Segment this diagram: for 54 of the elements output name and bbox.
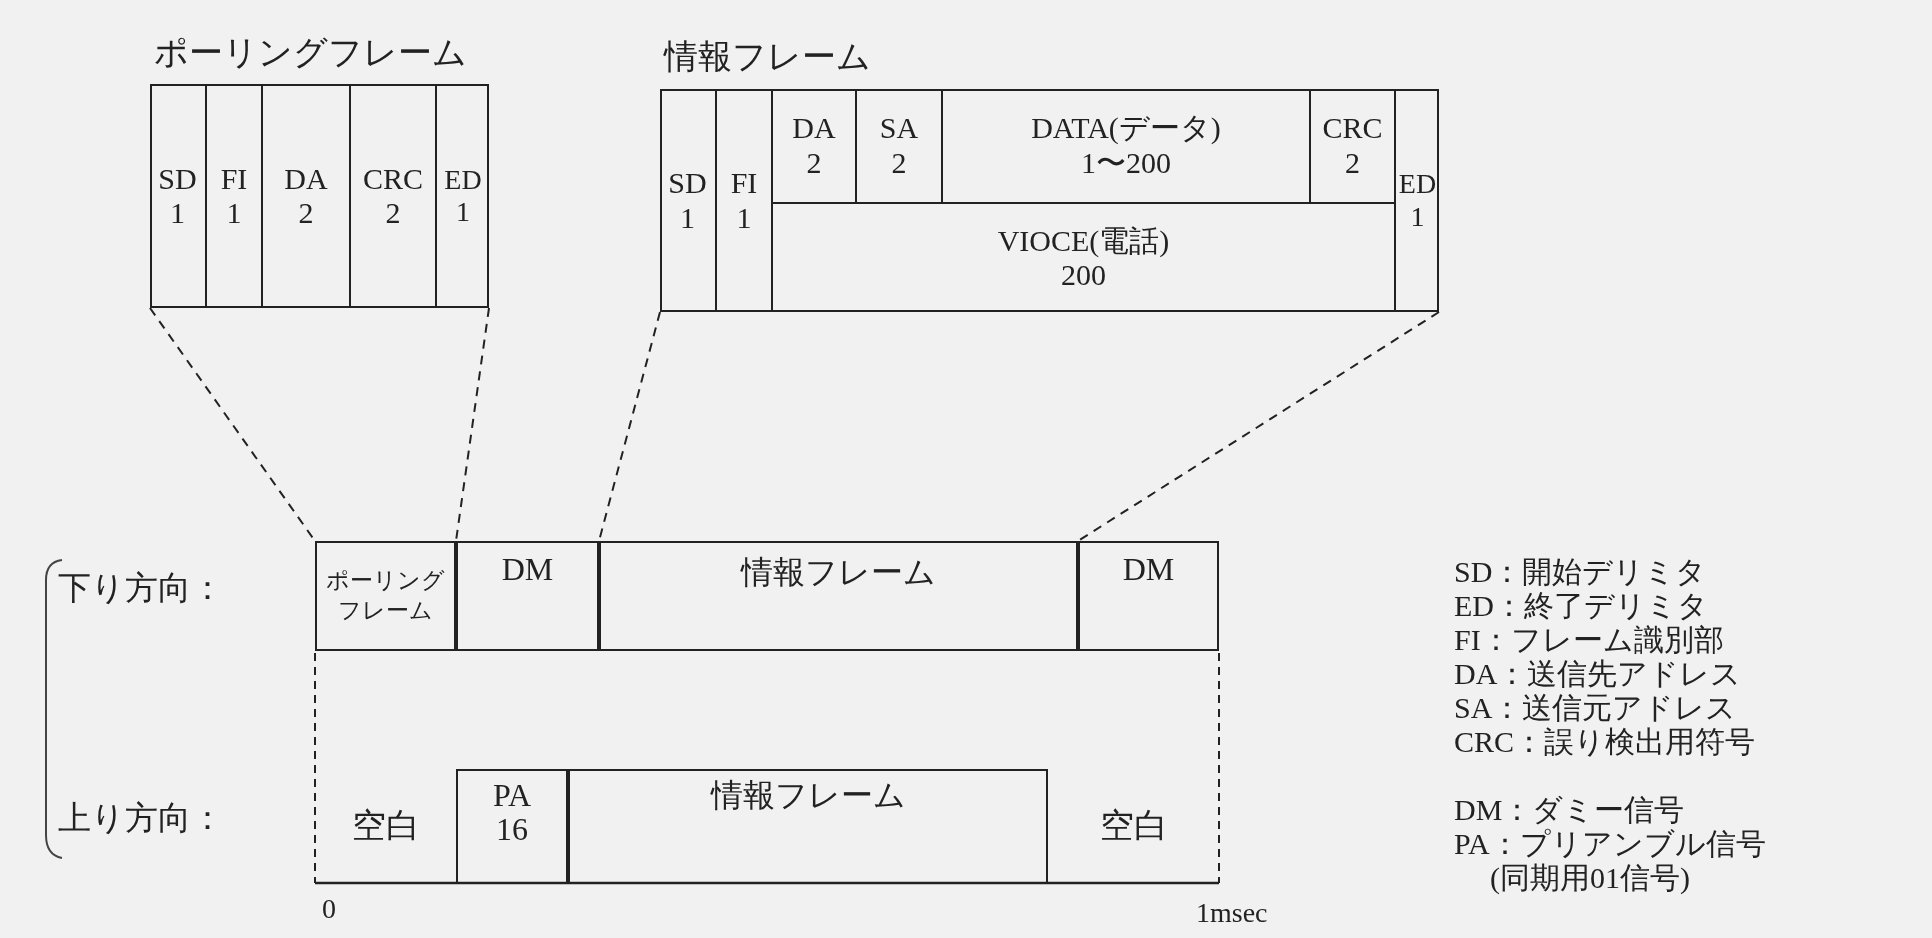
field-size: 1〜200 <box>1081 145 1171 180</box>
field-cell: DM <box>456 541 599 651</box>
field-name: DA <box>792 111 836 146</box>
field-size: 16 <box>496 812 528 847</box>
field-size: 2 <box>891 145 907 180</box>
field-size: 2 <box>385 196 401 231</box>
frame-title: ポーリングフレーム <box>154 33 467 73</box>
field-cell <box>456 769 568 883</box>
field-name: CRC <box>1322 111 1383 146</box>
abbreviation-note: PA：プリアンブル信号 <box>1454 826 1766 862</box>
field-size: 1 <box>456 196 470 229</box>
abbreviation-note: SA：送信元アドレス <box>1454 690 1737 726</box>
field-size: 2 <box>298 196 314 231</box>
time-slot: 空白 <box>1048 769 1219 883</box>
field-size: 1 <box>226 196 242 231</box>
field-name: ED <box>444 163 482 196</box>
field-name: CRC <box>363 161 423 196</box>
field-name: SD <box>158 161 197 196</box>
abbreviation-note: (同期用01信号) <box>1490 860 1690 896</box>
field-size: 1 <box>1410 200 1425 233</box>
abbreviation-note: DM：ダミー信号 <box>1454 792 1685 828</box>
abbreviation-note: DA：送信先アドレス <box>1454 656 1742 692</box>
field-cell: ポーリングフレーム <box>315 541 456 651</box>
field-name: DA <box>284 161 328 196</box>
field-name: PA <box>493 779 531 813</box>
field-size: 1 <box>680 200 695 235</box>
field-name: DATA(データ) <box>1031 111 1221 146</box>
leader-line <box>455 307 490 542</box>
axis-label: 1msec <box>1196 897 1268 929</box>
field-size: 2 <box>1345 145 1360 180</box>
time-slot: 空白 <box>315 769 456 883</box>
abbreviation-note: SD：開始デリミタ <box>1454 554 1707 590</box>
row-label: 下り方向： <box>58 569 224 608</box>
abbreviation-note: CRC：誤り検出用符号 <box>1454 724 1756 760</box>
field-name: ED <box>1398 168 1437 201</box>
abbreviation-note: ED：終了デリミタ <box>1454 588 1708 624</box>
field-name: FI <box>730 166 758 201</box>
field-size: 2 <box>806 145 822 180</box>
field-name: SD <box>668 166 707 201</box>
frame-title: 情報フレーム <box>664 37 871 77</box>
abbreviation-note: FI：フレーム識別部 <box>1454 622 1724 658</box>
field-cell <box>771 202 1394 312</box>
field-cell: 情報フレーム <box>568 769 1048 883</box>
field-size: 200 <box>1061 258 1106 293</box>
field-size: 1 <box>736 200 752 235</box>
field-name: VIOCE(電話) <box>997 223 1170 258</box>
row-label: 上り方向： <box>58 799 224 838</box>
field-size: 1 <box>170 196 185 231</box>
field-cell: 情報フレーム <box>599 541 1078 651</box>
field-name: FI <box>220 161 248 196</box>
axis-label: 0 <box>322 893 336 925</box>
field-name: SA <box>879 111 919 146</box>
leader-line <box>1077 311 1440 542</box>
field-cell: DM <box>1078 541 1219 651</box>
